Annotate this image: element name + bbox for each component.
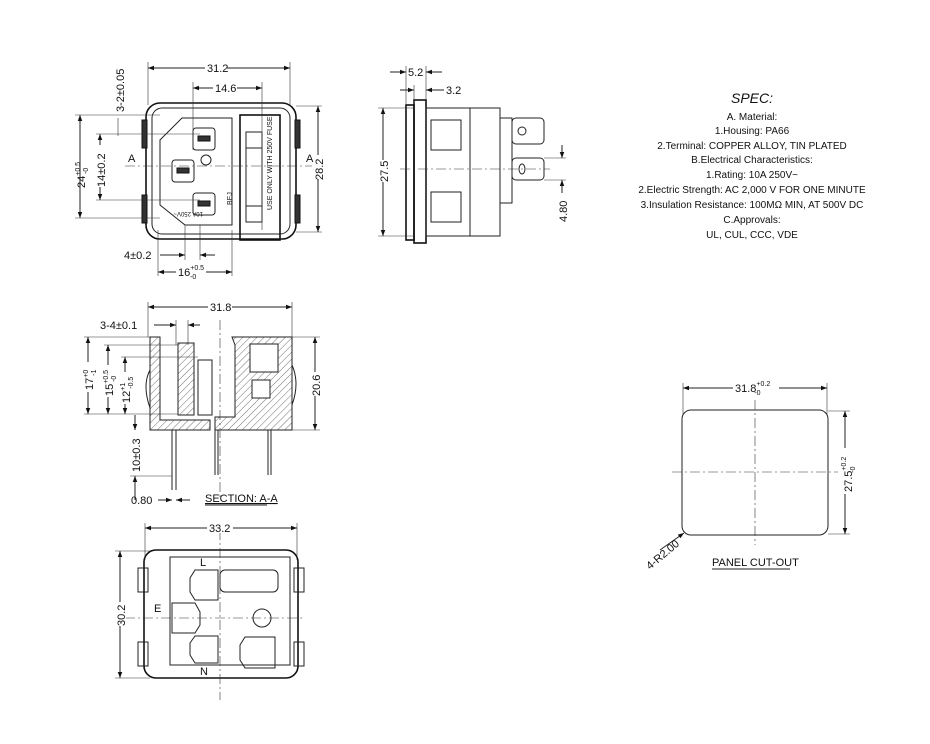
brand-label: BEJ: [227, 192, 234, 205]
dim-bottom-height: 30.2: [116, 605, 128, 626]
panel-cutout: 31.8+0.2-0 27.5+0.2-0 4-R2.00 PANEL CUT-…: [644, 378, 857, 572]
rating-label: 10A 250V~: [173, 210, 203, 216]
spec-line: C.Approvals:: [723, 215, 780, 226]
dim-lip: 3.2: [446, 85, 461, 97]
dim-17: 17+0-1: [83, 369, 98, 390]
spec-title: SPEC:: [731, 90, 773, 106]
spec-line: 2.Electric Strength: AC 2,000 V FOR ONE …: [638, 185, 866, 196]
fuse-holder: [239, 114, 281, 241]
section-mark-left: A: [128, 153, 136, 165]
dim-pin-gap: 16+0.5-0: [178, 265, 204, 281]
dim-section-height: 20.6: [311, 375, 323, 396]
section-view: 31.8 3-4±0.1 20.6 17+0-1 15+0.5-0 12+1-0…: [82, 300, 323, 507]
spec-line: 1.Housing: PA66: [715, 126, 790, 137]
dim-pin-width: 4±0.2: [124, 250, 151, 262]
side-view: 27.5 5.2 3.2 4.80: [377, 66, 570, 244]
cutout-title: PANEL CUT-OUT: [712, 557, 799, 569]
spec-line: 1.Rating: 10A 250V~: [706, 170, 798, 181]
spec-line: UL, CUL, CCC, VDE: [706, 230, 798, 241]
dim-bottom-width: 33.2: [209, 523, 230, 535]
spec-line: 3.Insulation Resistance: 100MΩ MIN, AT 5…: [641, 200, 864, 211]
dim-tab: 4.80: [558, 201, 570, 222]
dim-cutout-width: 31.8+0.2-0: [735, 381, 770, 397]
dim-mount: 3-2±0.05: [115, 69, 127, 112]
bottom-view: L N E 33.2 30.2: [114, 521, 305, 700]
dim-12: 12+1-0.5: [120, 377, 135, 403]
dim-pin-length: 10±0.3: [131, 438, 143, 472]
dim-pin-thickness: 0.80: [131, 495, 152, 507]
spec-line: 2.Terminal: COPPER ALLOY, TIN PLATED: [657, 141, 847, 152]
fuse-label: USE ONLY WITH 250V FUSE: [267, 116, 274, 210]
front-view: USE ONLY WITH 250V FUSE 10A 250V~ BEJ 31…: [75, 61, 326, 281]
dim-height: 28.2: [314, 159, 326, 180]
spec-block: SPEC: A. Material: 1.Housing: PA66 2.Ter…: [638, 90, 866, 241]
dim-pitch: 14.6: [215, 83, 236, 95]
dim-cutout-height: 27.5+0.2-0: [841, 457, 857, 492]
dim-side-height: 27.5: [379, 161, 391, 182]
spec-line: A. Material:: [727, 112, 778, 123]
label-line: L: [200, 557, 206, 569]
front-body-outline: [145, 102, 297, 240]
dim-body-height: 24+0.5-0: [75, 162, 90, 188]
label-neutral: N: [200, 666, 208, 678]
section-mark-right: A: [306, 153, 314, 165]
spec-line: B.Electrical Characteristics:: [691, 155, 813, 166]
dim-pin-span: 14±0.2: [96, 153, 108, 187]
dim-width: 31.2: [207, 63, 228, 75]
dim-section-width: 31.8: [210, 302, 231, 314]
label-earth: E: [154, 603, 161, 615]
dim-corner-radius: 4-R2.00: [644, 538, 682, 572]
dim-flange: 5.2: [408, 67, 423, 79]
dim-15: 15+0.5-0: [103, 370, 118, 396]
section-title: SECTION: A-A: [205, 493, 278, 505]
dim-pins: 3-4±0.1: [100, 320, 137, 332]
